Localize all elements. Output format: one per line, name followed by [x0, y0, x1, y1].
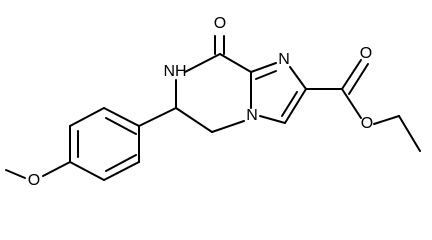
- methoxy-oxygen-label: O: [28, 172, 40, 189]
- bond-c2-to-c3: [284, 88, 307, 124]
- bond-aryl-to-methoxy-o: [42, 161, 71, 177]
- bond-aryl-top: [103, 107, 140, 127]
- bond-ch2-to-n: [211, 120, 245, 133]
- bond-ketone-to-fusion: [219, 53, 252, 73]
- bond-fusion-to-top-n: [250, 62, 277, 73]
- bond-ch-to-ch2: [175, 107, 213, 133]
- ester-carbonyl-oxygen-label: O: [360, 45, 372, 62]
- bond-c3-to-bottom-n: [259, 115, 286, 124]
- ketone-oxygen-label: O: [214, 15, 226, 32]
- bond-lines: [5, 35, 421, 181]
- bond-methoxy-o-to-ch3: [5, 169, 26, 179]
- atom-labels: O NH N N O O O: [28, 15, 373, 189]
- bond-ester-carbonyl-2: [348, 63, 369, 95]
- bond-aryl-bottom-left: [69, 161, 105, 181]
- imidazole-nitrogen-top-label: N: [278, 51, 290, 68]
- bond-top-n-to-c2: [289, 66, 307, 90]
- bond-oxygen-to-ethyl: [373, 115, 400, 125]
- structure-svg: O NH N N O O O: [5, 15, 421, 189]
- bond-aryl-bottom-inner: [105, 154, 137, 172]
- amide-nitrogen-label: NH: [163, 63, 186, 80]
- bond-fusion-to-top-n-inner: [255, 70, 277, 80]
- ester-ether-oxygen-label: O: [361, 115, 373, 132]
- bond-ester-to-oxygen: [341, 88, 362, 119]
- bond-ester-carbonyl-1: [341, 59, 362, 90]
- bond-c2-to-c3-inner: [281, 91, 298, 117]
- bond-ketone-to-nh: [184, 53, 221, 73]
- bond-aryl-left-top: [69, 107, 105, 127]
- bond-ethyl: [398, 115, 421, 152]
- bond-aryl-bottom-right: [103, 161, 140, 181]
- bond-ch-to-aryl: [138, 107, 177, 127]
- bond-aryl-top-inner: [105, 117, 137, 135]
- imidazole-nitrogen-bottom-label: N: [246, 107, 258, 124]
- chemical-structure-diagram: O NH N N O O O: [5, 15, 421, 190]
